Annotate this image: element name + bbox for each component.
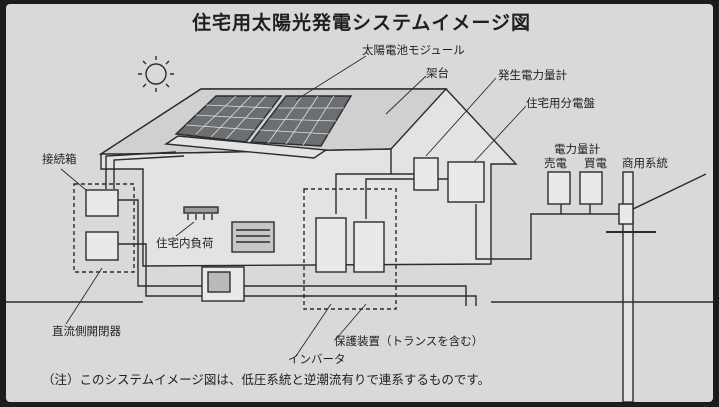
system-diagram xyxy=(6,55,713,402)
air-conditioner-icon xyxy=(231,221,275,253)
sun-icon xyxy=(138,56,174,92)
distribution-board xyxy=(447,161,485,203)
dc-breaker xyxy=(85,231,119,261)
label-solar-module: 太陽電池モジュール xyxy=(362,43,465,57)
diagram-title: 住宅用太陽光発電システムイメージ図 xyxy=(192,12,532,34)
footnote: （注）このシステムイメージ図は、低圧系統と逆潮流有りで連系するものです。 xyxy=(42,372,491,387)
label-dc-breaker: 直流側開閉器 xyxy=(52,324,121,338)
label-grid: 商用系統 xyxy=(622,156,668,170)
junction-box xyxy=(73,183,135,273)
label-mounting-rack: 架台 xyxy=(426,66,449,80)
label-selling: 売電 xyxy=(544,156,567,170)
power-meters xyxy=(547,171,603,205)
label-house-load: 住宅内負荷 xyxy=(156,236,214,250)
ceiling-light-icon xyxy=(183,206,219,220)
generation-meter xyxy=(413,157,439,191)
label-generation-meter: 発生電力量計 xyxy=(498,68,567,82)
diagram-frame: 住宅用太陽光発電システムイメージ図 太陽電池モジュール 架台 発生電力量計 住宅… xyxy=(6,4,713,402)
label-distribution-board: 住宅用分電盤 xyxy=(526,96,595,110)
solar-module-panels xyxy=(163,95,353,159)
label-inverter: インバータ xyxy=(288,352,346,366)
label-junction-box: 接続箱 xyxy=(42,152,77,166)
label-power-meter: 電力量計 xyxy=(554,142,600,156)
power-conditioner-group xyxy=(303,188,397,310)
television-icon xyxy=(201,266,245,302)
leader-lines xyxy=(60,55,527,357)
utility-pole xyxy=(606,171,707,402)
label-protection: 保護装置（トランスを含む） xyxy=(334,334,484,348)
label-buying: 買電 xyxy=(584,156,607,170)
